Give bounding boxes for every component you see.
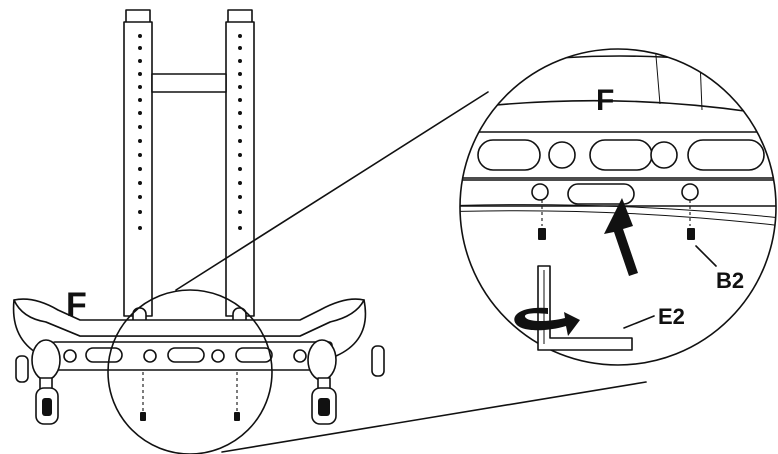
right-rear-caster [371,345,385,377]
zoom-connector-lines [175,91,647,453]
left-front-caster [35,377,59,425]
cross-brace [151,73,227,93]
base-frame-f [12,298,367,381]
left-upright-pole [123,9,153,339]
label-screw-b2: B2 [716,268,744,293]
hex-key-icon [537,265,633,351]
detail-source-circle [107,289,273,454]
left-rear-caster [15,355,29,383]
cart-stand: F [12,9,385,454]
leader-e2 [623,315,655,329]
detail-view: F B2 E2 [459,48,777,366]
screw-icon [140,412,240,421]
label-part-detail: F [596,84,614,117]
label-hex-key-e2: E2 [658,304,685,329]
rotate-arrow-icon [514,307,580,336]
right-upright-pole [225,9,255,339]
leader-b2 [695,245,717,267]
right-front-caster [311,377,337,425]
detail-circle-border [459,48,777,366]
push-up-arrow-icon [604,198,638,276]
screw-icon [538,228,695,240]
label-part-main: F [66,286,87,324]
